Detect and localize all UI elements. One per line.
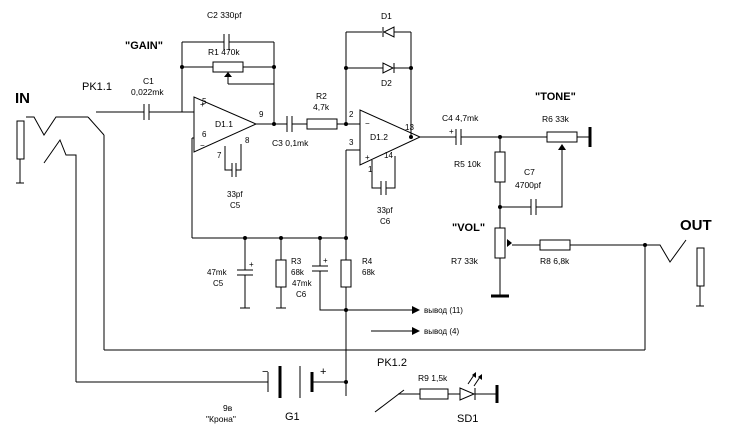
battery-name: "Крона"	[206, 414, 236, 424]
pin-1: 1	[368, 165, 373, 174]
d11-minus: −	[200, 141, 205, 150]
capacitor-c2	[182, 34, 274, 50]
r7-label: R7 33k	[451, 256, 479, 266]
pk11-label: PK1.1	[82, 81, 112, 93]
c6-name: C6	[380, 217, 391, 226]
resistor-r4	[340, 259, 352, 288]
c4-plus: +	[449, 127, 454, 136]
pin-6: 6	[202, 130, 207, 139]
diode-d1	[346, 26, 411, 38]
batt-minus: −	[262, 366, 268, 378]
resistor-r6	[542, 127, 592, 208]
pin-2: 2	[349, 110, 354, 119]
c-left-name: C5	[213, 279, 224, 288]
input-jack	[16, 116, 88, 382]
diode-d2	[346, 62, 411, 74]
battery-voltage: 9в	[223, 403, 233, 413]
capacitor-c5-bias	[237, 238, 253, 309]
gain-label: "GAIN"	[125, 40, 163, 52]
switch-pk11	[87, 111, 118, 350]
resistor-r3	[275, 238, 287, 309]
c6b-name: C6	[296, 290, 307, 299]
power-rail	[104, 310, 645, 382]
c7-value: 4700pf	[515, 180, 542, 190]
d11-label: D1.1	[215, 119, 233, 129]
capacitor-c6-comp	[371, 156, 396, 195]
r5-label: R5 10k	[454, 159, 482, 169]
out-label: OUT	[680, 217, 712, 234]
sd1-label: SD1	[457, 413, 478, 425]
capacitor-c5-comp	[224, 144, 242, 177]
pin-5: 5	[202, 97, 207, 106]
r3-name: R3	[291, 257, 302, 266]
resistor-r1	[182, 61, 275, 85]
c7-name: C7	[524, 167, 535, 177]
pk12-label: PK1.2	[377, 357, 407, 369]
c5-name: C5	[230, 201, 241, 210]
d11-plus: +	[200, 100, 205, 109]
vol-label: "VOL"	[452, 222, 485, 234]
resistor-r2	[306, 118, 346, 130]
c5-bias-plus: +	[249, 260, 254, 269]
pin-13: 13	[405, 123, 414, 132]
pin-7: 7	[217, 151, 222, 160]
output-jack	[645, 239, 705, 307]
vyvod-4-label: вывод (4)	[424, 327, 459, 336]
capacitor-c6-bias	[312, 238, 420, 314]
r4-value: 68k	[362, 268, 376, 277]
c5-value: 33pf	[227, 190, 243, 199]
d12-plus: +	[365, 153, 370, 162]
c6b-value: 47mk	[292, 279, 313, 288]
resistor-r8	[539, 239, 646, 350]
batt-plus: +	[320, 366, 326, 378]
r6-label: R6 33k	[542, 114, 570, 124]
switch-pk12	[345, 382, 420, 413]
resistor-r7	[491, 227, 540, 298]
r2-name: R2	[316, 91, 327, 101]
resistor-r5	[494, 137, 506, 228]
pin-14: 14	[384, 151, 393, 160]
capacitor-c1	[118, 104, 192, 120]
output-pin4-arrow	[371, 327, 420, 335]
pin-3: 3	[349, 138, 354, 147]
r8-label: R8 6,8k	[540, 256, 570, 266]
c4-label: C4 4,7mk	[442, 113, 479, 123]
c-left-value: 47mk	[207, 268, 228, 277]
r3-value: 68k	[291, 268, 305, 277]
r9-label: R9 1,5k	[418, 373, 448, 383]
r2-value: 4,7k	[313, 102, 330, 112]
in-label: IN	[15, 90, 30, 107]
c2-label: C2 330pf	[207, 10, 242, 20]
d12-label: D1.2	[370, 132, 388, 142]
d1-label: D1	[381, 11, 392, 21]
pin-8: 8	[245, 136, 250, 145]
led-sd1	[459, 372, 499, 403]
capacitor-c7	[500, 199, 542, 215]
tone-label: "TONE"	[535, 91, 576, 103]
c3-label: C3 0,1mk	[272, 138, 309, 148]
d2-label: D2	[381, 78, 392, 88]
c6-bias-plus: +	[323, 256, 328, 265]
resistor-r9	[419, 388, 460, 400]
r4-name: R4	[362, 257, 373, 266]
g1-label: G1	[285, 411, 300, 423]
capacitor-c3	[274, 116, 307, 132]
vyvod-11-label: вывод (11)	[424, 306, 463, 315]
c6-value: 33pf	[377, 206, 393, 215]
c1-value: 0,022mk	[131, 87, 164, 97]
c1-name: C1	[143, 76, 154, 86]
capacitor-c4	[455, 129, 547, 145]
r1-label: R1 470k	[208, 47, 240, 57]
pin-9: 9	[259, 110, 264, 119]
battery-g1	[76, 366, 346, 398]
d12-minus: −	[365, 119, 370, 128]
